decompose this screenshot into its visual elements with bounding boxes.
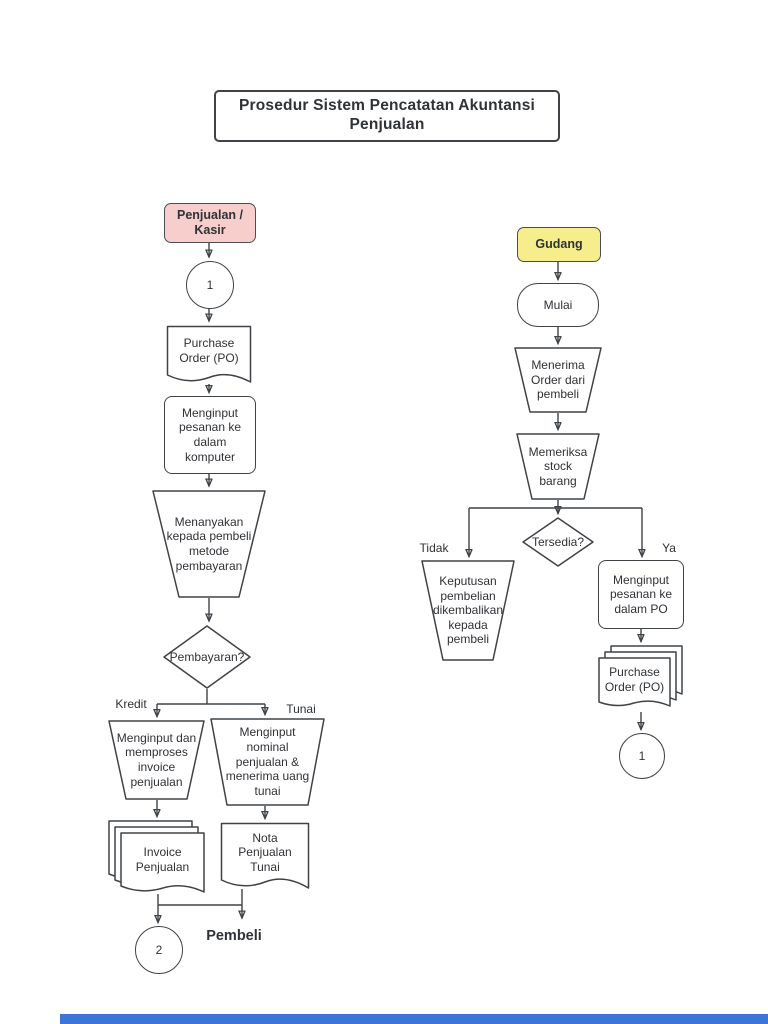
- manual-receive-order: Menerima Order dari pembeli: [514, 347, 602, 413]
- bottom-page-bar: [60, 1014, 768, 1024]
- multi-document-invoice: Invoice Penjualan: [108, 820, 205, 897]
- manual-check-stock: Memeriksa stock barang: [516, 433, 600, 500]
- process-input-po: Menginput pesanan ke dalam PO: [598, 560, 684, 629]
- trapezoid-shape: [210, 718, 325, 806]
- branch-label-tunai: Tunai: [286, 702, 316, 716]
- trapezoid-shape: [516, 433, 600, 500]
- terminator-mulai: Mulai: [517, 283, 599, 327]
- trapezoid-shape: [421, 560, 515, 661]
- decision-tersedia: Tersedia?: [522, 517, 594, 567]
- diamond-shape: [163, 625, 251, 689]
- trapezoid-shape: [514, 347, 602, 413]
- connector-circle-2-kasir: 2: [135, 926, 183, 974]
- connector-circle-1-gudang: 1: [619, 733, 665, 779]
- manual-process-cash-payment: Menginput nominal penjualan & menerima u…: [210, 718, 325, 806]
- trapezoid-shape: [108, 720, 205, 800]
- trapezoid-shape: [152, 490, 266, 598]
- manual-ask-payment-method: Menanyakan kepada pembeli metode pembaya…: [152, 490, 266, 598]
- connector-circle-1-kasir: 1: [186, 261, 234, 309]
- lane-header-kasir: Penjualan / Kasir: [164, 203, 256, 243]
- manual-return-decision: Keputusan pembelian dikembalikan kepada …: [421, 560, 515, 661]
- document-shape: [220, 822, 310, 889]
- branch-label-tidak: Tidak: [419, 541, 449, 555]
- manual-process-credit-invoice: Menginput dan memproses invoice penjuala…: [108, 720, 205, 800]
- multi-document-purchase-order: Purchase Order (PO): [598, 645, 683, 711]
- document-nota-penjualan: Nota Penjualan Tunai: [220, 822, 310, 892]
- document-shape: [166, 325, 252, 383]
- process-input-order: Menginput pesanan ke dalam komputer: [164, 396, 256, 474]
- lane-header-gudang: Gudang: [517, 227, 601, 262]
- multi-document-shape: [108, 820, 205, 893]
- multi-document-shape: [598, 645, 683, 707]
- label-pembeli: Pembeli: [206, 928, 262, 944]
- diamond-shape: [522, 517, 594, 567]
- branch-label-kredit: Kredit: [115, 697, 147, 711]
- document-purchase-order-kasir: Purchase Order (PO): [166, 325, 252, 385]
- diagram-title: Prosedur Sistem Pencatatan Akuntansi Pen…: [214, 90, 560, 142]
- diagram-title-text: Prosedur Sistem Pencatatan Akuntansi Pen…: [238, 97, 536, 133]
- branch-label-ya: Ya: [662, 541, 676, 555]
- decision-pembayaran: Pembayaran?: [163, 625, 251, 689]
